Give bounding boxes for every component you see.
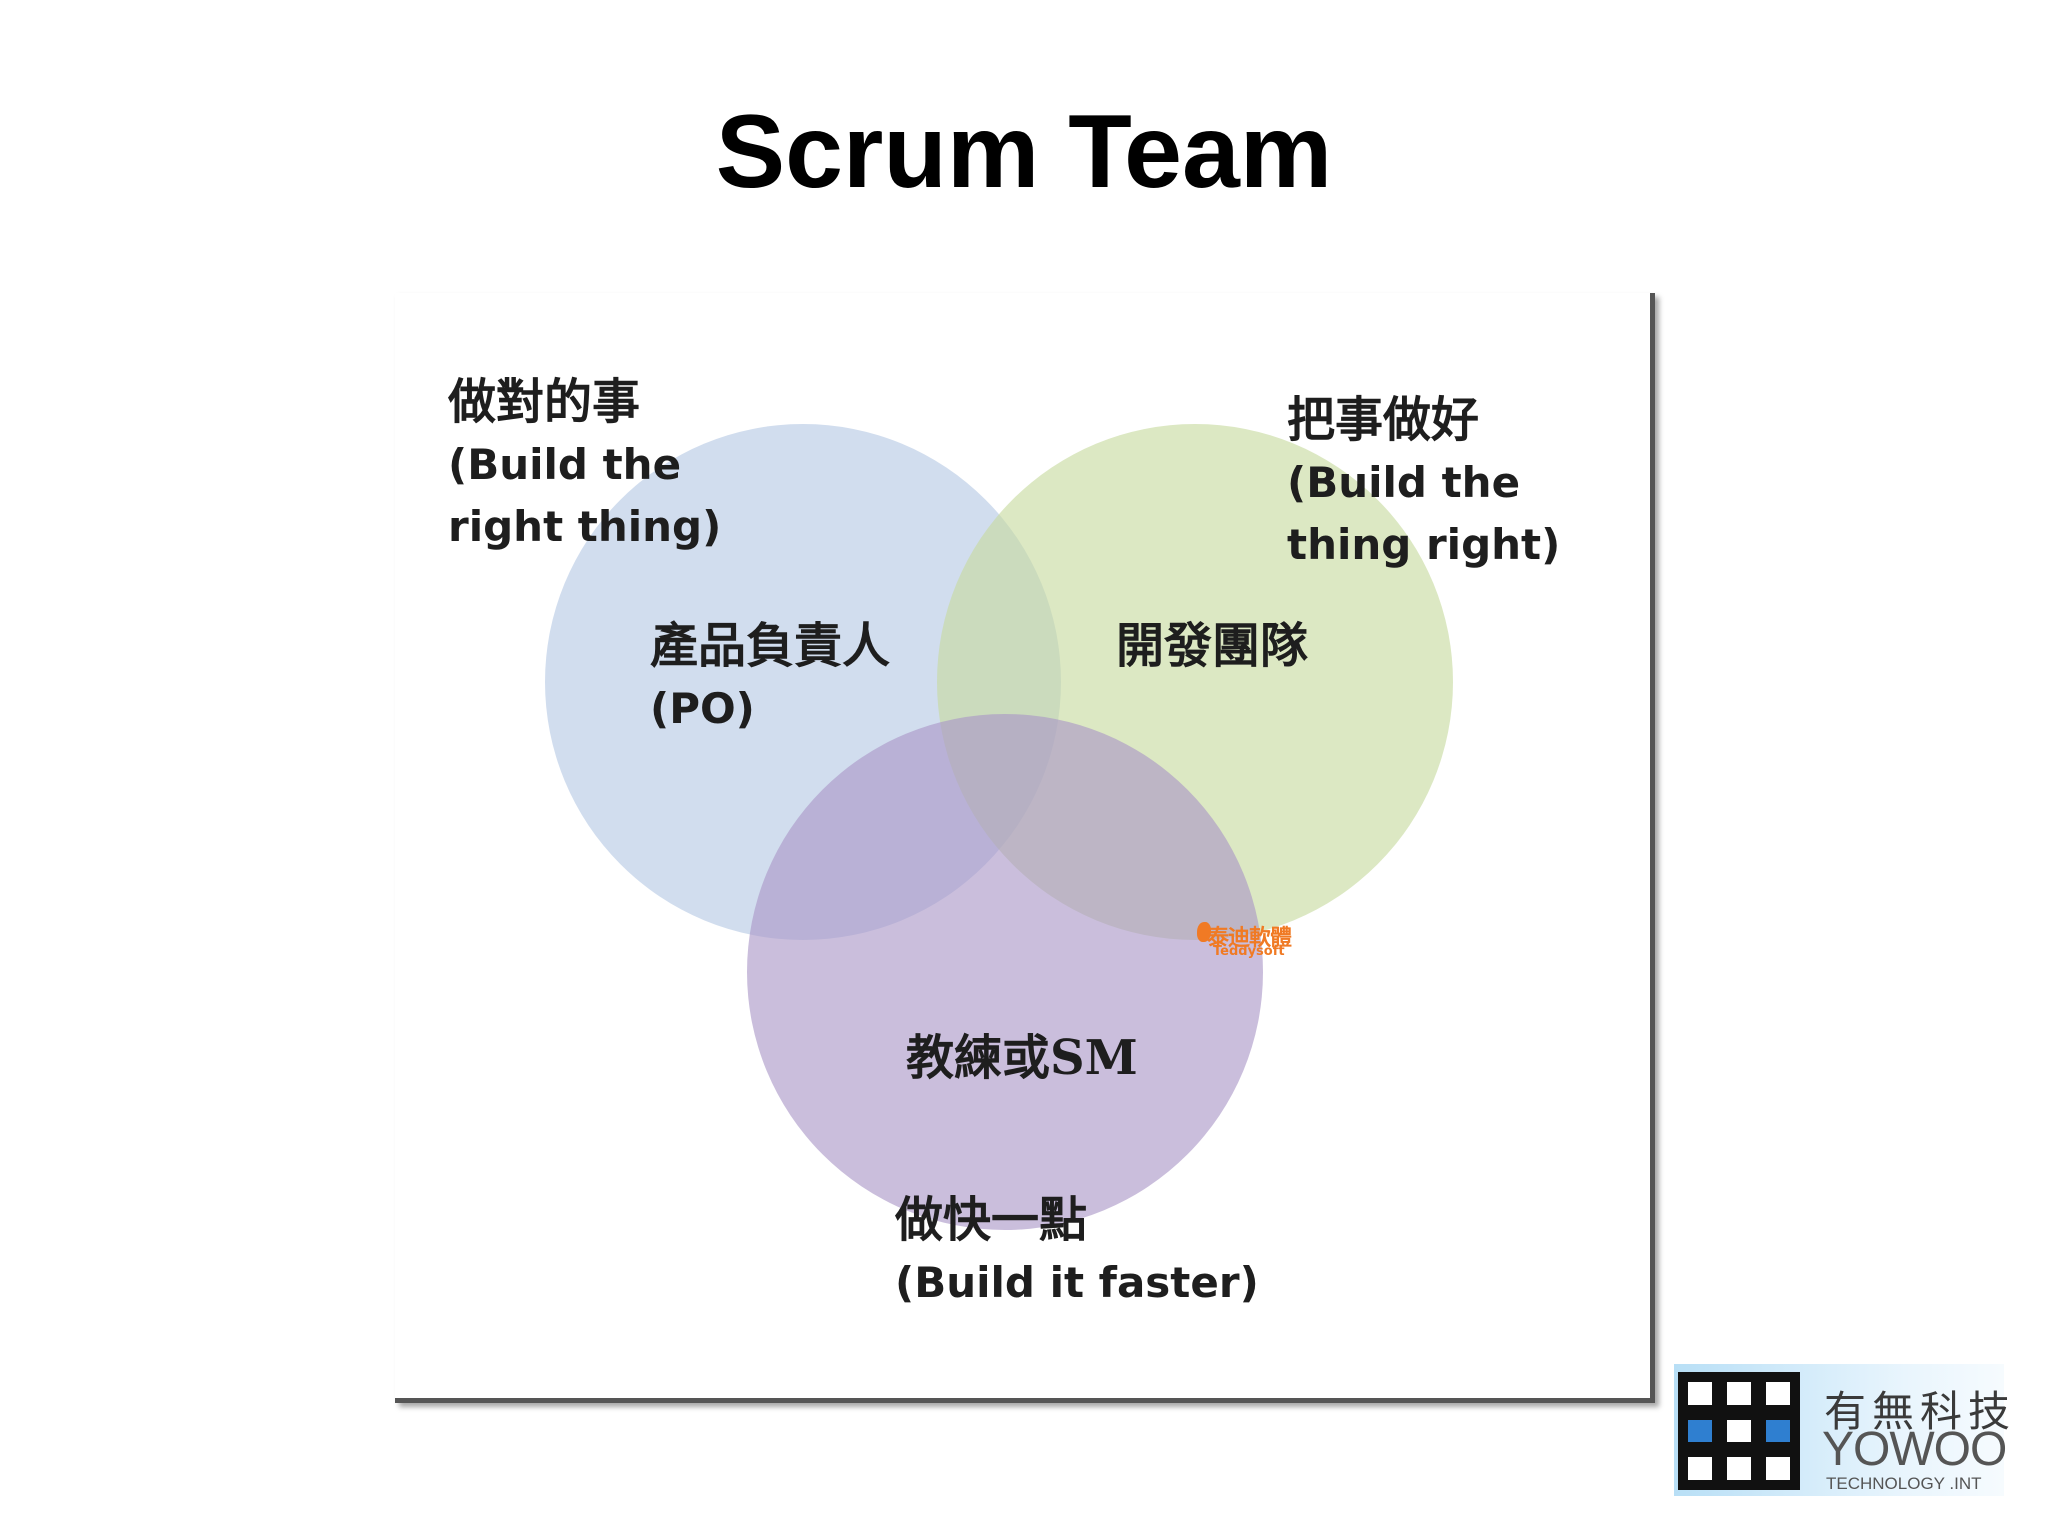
- dev-role-label: 開發團隊: [1116, 614, 1308, 678]
- yowoo-logo-mark-icon: [1678, 1372, 1800, 1490]
- po-role-zh: 產品負責人: [650, 618, 891, 674]
- watermark-text-zh: 泰迪軟體: [1207, 926, 1292, 951]
- po-goal-zh: 做對的事: [448, 374, 641, 430]
- po-role-label: 產品負責人 (PO): [650, 614, 890, 740]
- watermark-text-en: Teddysoft: [1213, 944, 1285, 959]
- scrum-master-circle: [747, 714, 1263, 1230]
- sm-role-label: 教練或SM: [906, 1026, 1138, 1090]
- logo-subtitle: TECHNOLOGY .INT: [1826, 1474, 1982, 1493]
- dev-goal-en-line2: thing right): [1287, 520, 1561, 569]
- yowoo-logo: 有無科技 YOWOO TECHNOLOGY .INT: [1674, 1364, 2010, 1496]
- sm-goal-en-line1: (Build it faster): [895, 1258, 1259, 1307]
- teddysoft-watermark: 泰迪軟體 Teddysoft: [1197, 920, 1305, 964]
- po-goal-en-line2: right thing): [448, 502, 722, 551]
- logo-name-en: YOWOO: [1822, 1423, 2007, 1476]
- sm-role-zh: 教練或SM: [906, 1030, 1138, 1086]
- po-goal-label: 做對的事 (Build the right thing): [448, 370, 721, 558]
- dev-goal-zh: 把事做好: [1287, 392, 1480, 448]
- dev-role-zh: 開發團隊: [1116, 618, 1309, 674]
- po-goal-en-line1: (Build the: [448, 440, 682, 489]
- po-role-abbr: (PO): [650, 684, 755, 733]
- dev-goal-en-line1: (Build the: [1287, 458, 1521, 507]
- dev-goal-label: 把事做好 (Build the thing right): [1287, 388, 1560, 576]
- teddysoft-mascot-icon: [1197, 922, 1211, 942]
- sm-goal-label: 做快一點 (Build it faster): [895, 1188, 1259, 1314]
- logo-name-zh: 有無科技: [1824, 1387, 2017, 1436]
- sm-goal-zh: 做快一點: [895, 1192, 1088, 1248]
- slide-title: Scrum Team: [715, 94, 1333, 210]
